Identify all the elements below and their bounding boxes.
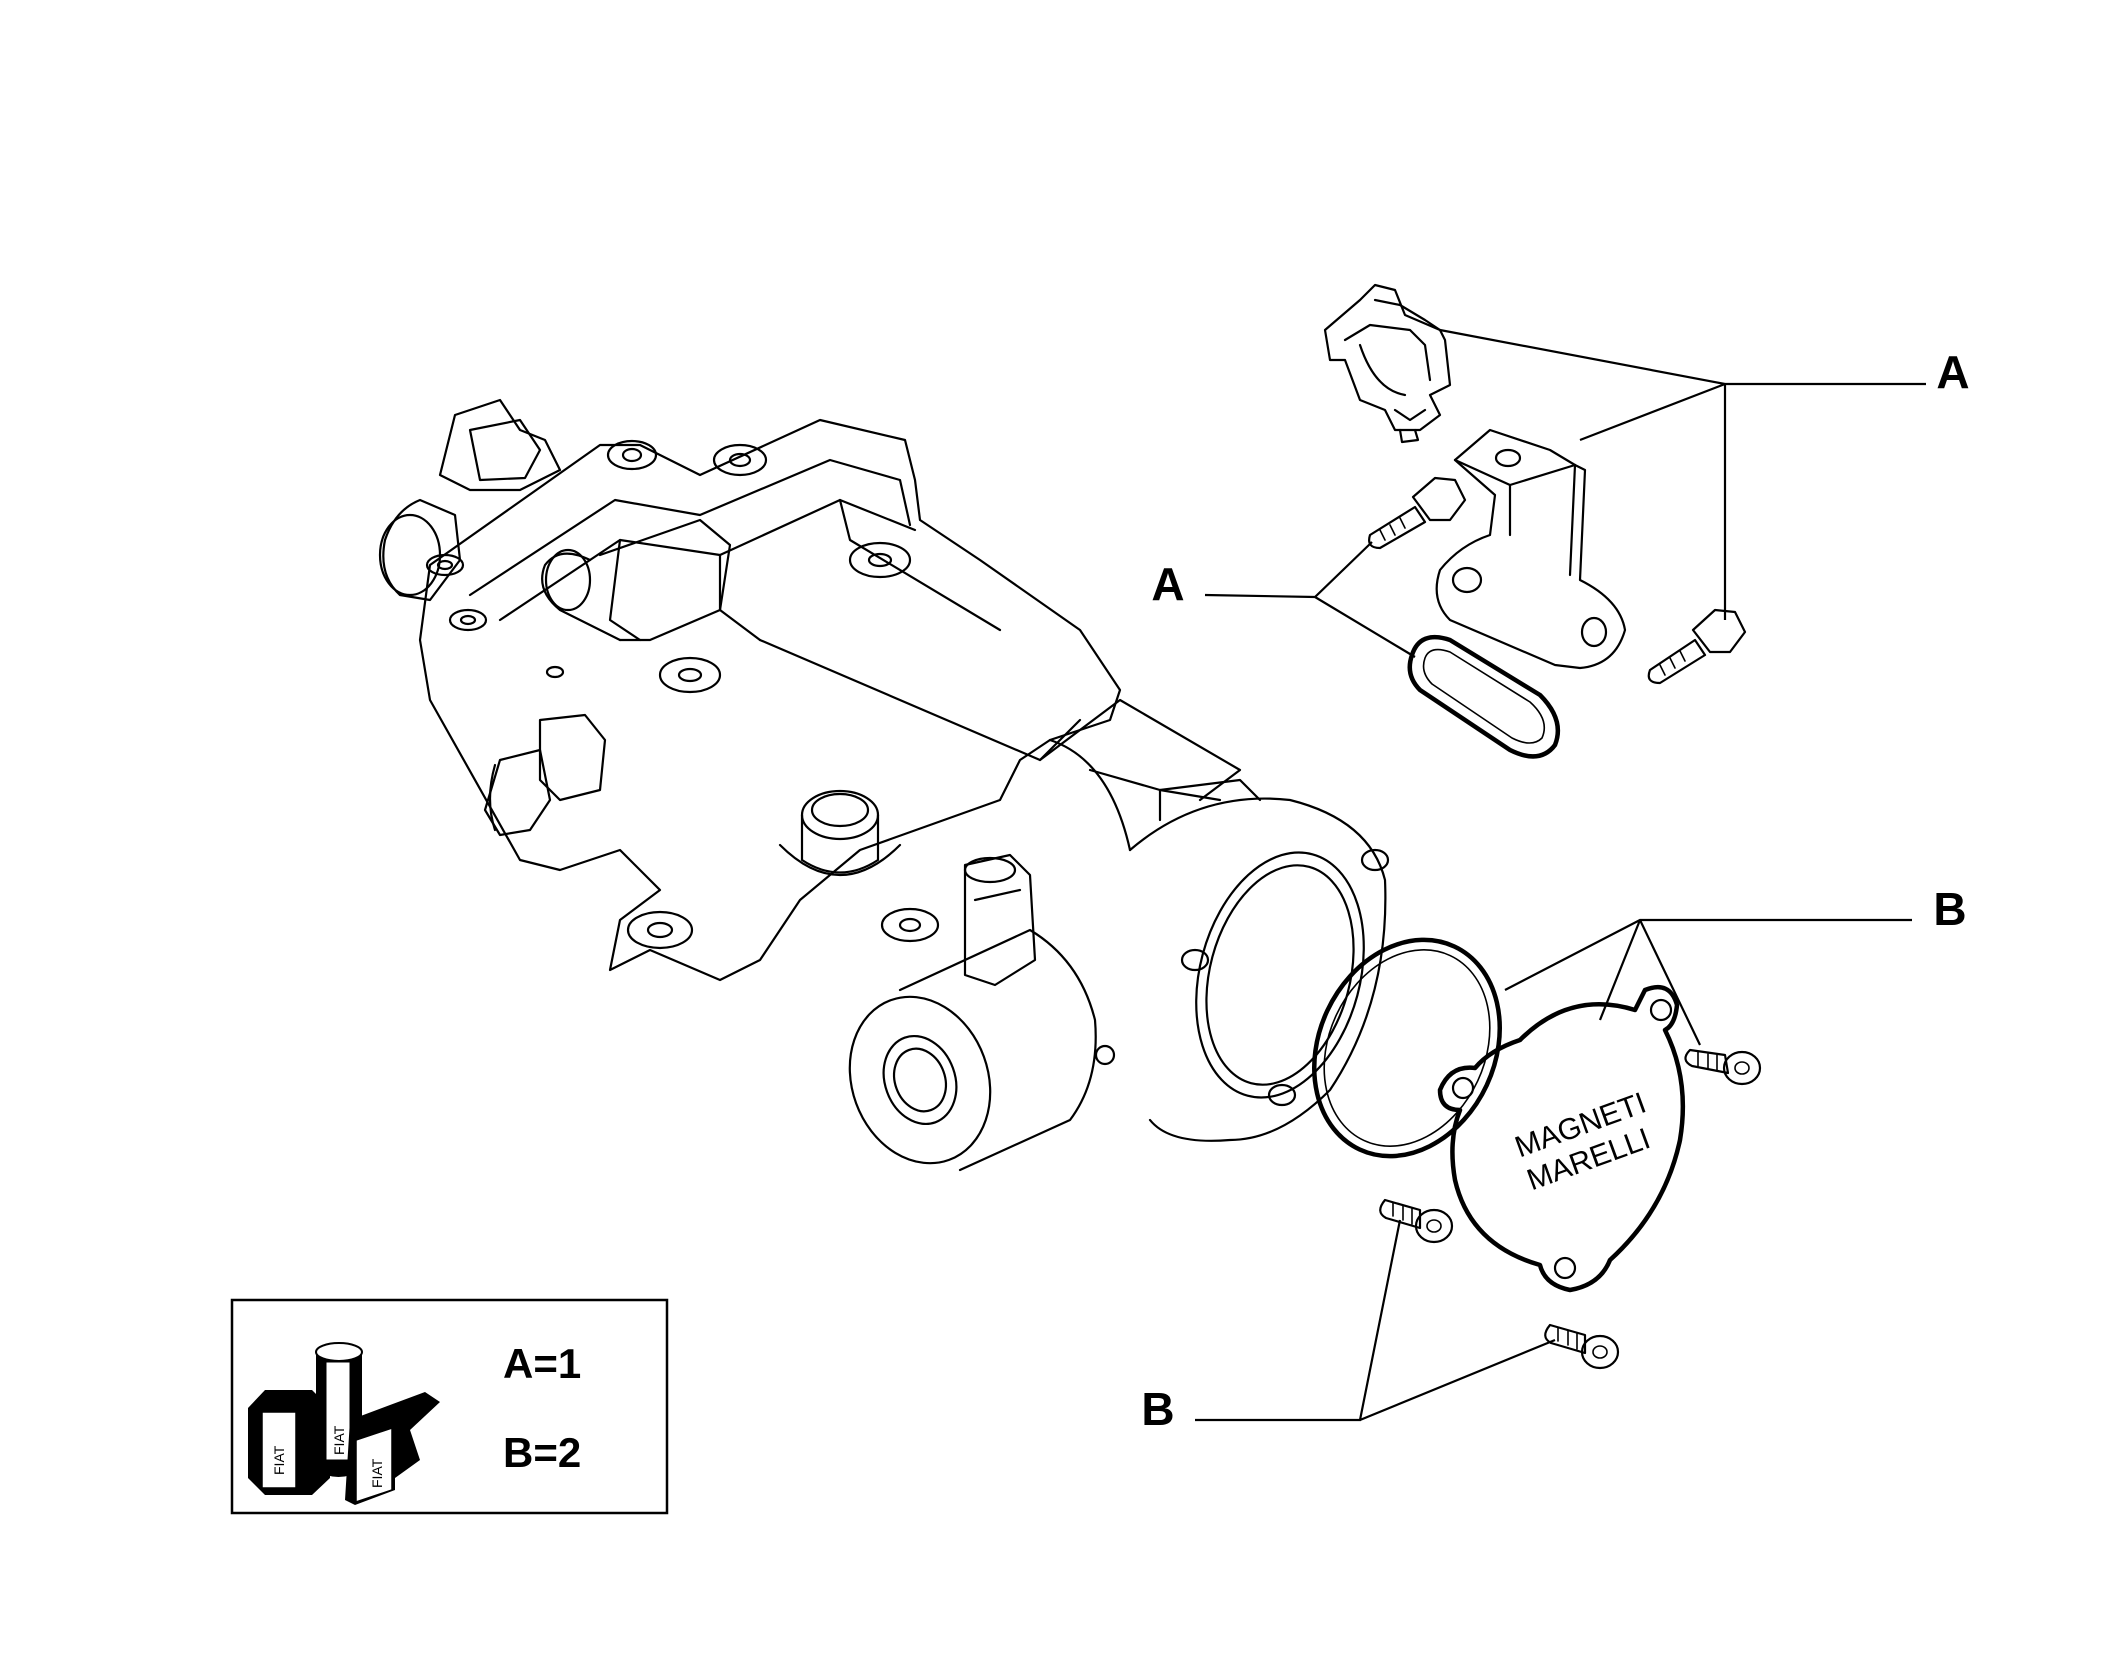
sensor-plug (483, 713, 607, 837)
callout-b-bottom: B (1141, 1383, 1174, 1435)
logo-text-left: FIAT (271, 1445, 287, 1475)
parts-group-a (1323, 283, 1747, 759)
screw-b2 (1379, 1198, 1454, 1244)
housing-body (418, 418, 1122, 982)
bolt-a1 (1368, 476, 1467, 550)
mounting-bosses (425, 439, 940, 950)
leader-lines (1195, 328, 1926, 1422)
round-flange (1048, 738, 1390, 1142)
callout-a-middle: A (1151, 558, 1184, 610)
callout-a-top: A (1936, 346, 1969, 398)
electrical-connector (963, 853, 1037, 987)
bracket-clip (1323, 283, 1452, 444)
callout-b-top: B (1933, 883, 1966, 935)
fiat-parts-logo: FIAT FIAT FIAT (248, 1342, 440, 1505)
quantity-legend: FIAT FIAT FIAT A=1 B=2 (230, 1298, 669, 1515)
logo-text-cylinder: FIAT (331, 1425, 347, 1455)
screw-b1 (1684, 1048, 1762, 1086)
valve-cylinder (848, 928, 1116, 1172)
outlet-spigot (778, 789, 902, 876)
left-actuator (378, 398, 562, 602)
legend-line-b: B=2 (503, 1429, 581, 1476)
angled-bracket (1435, 428, 1627, 670)
cover-plate: MAGNETI MARELLI (1437, 984, 1686, 1293)
bolt-a2 (1647, 608, 1747, 685)
o-ring-seal (1312, 937, 1502, 1159)
main-housing-assembly (378, 398, 1390, 1172)
logo-text-right: FIAT (369, 1458, 385, 1488)
oval-gasket-a (1407, 634, 1561, 759)
screw-b3 (1544, 1323, 1620, 1370)
legend-line-a: A=1 (503, 1340, 581, 1387)
